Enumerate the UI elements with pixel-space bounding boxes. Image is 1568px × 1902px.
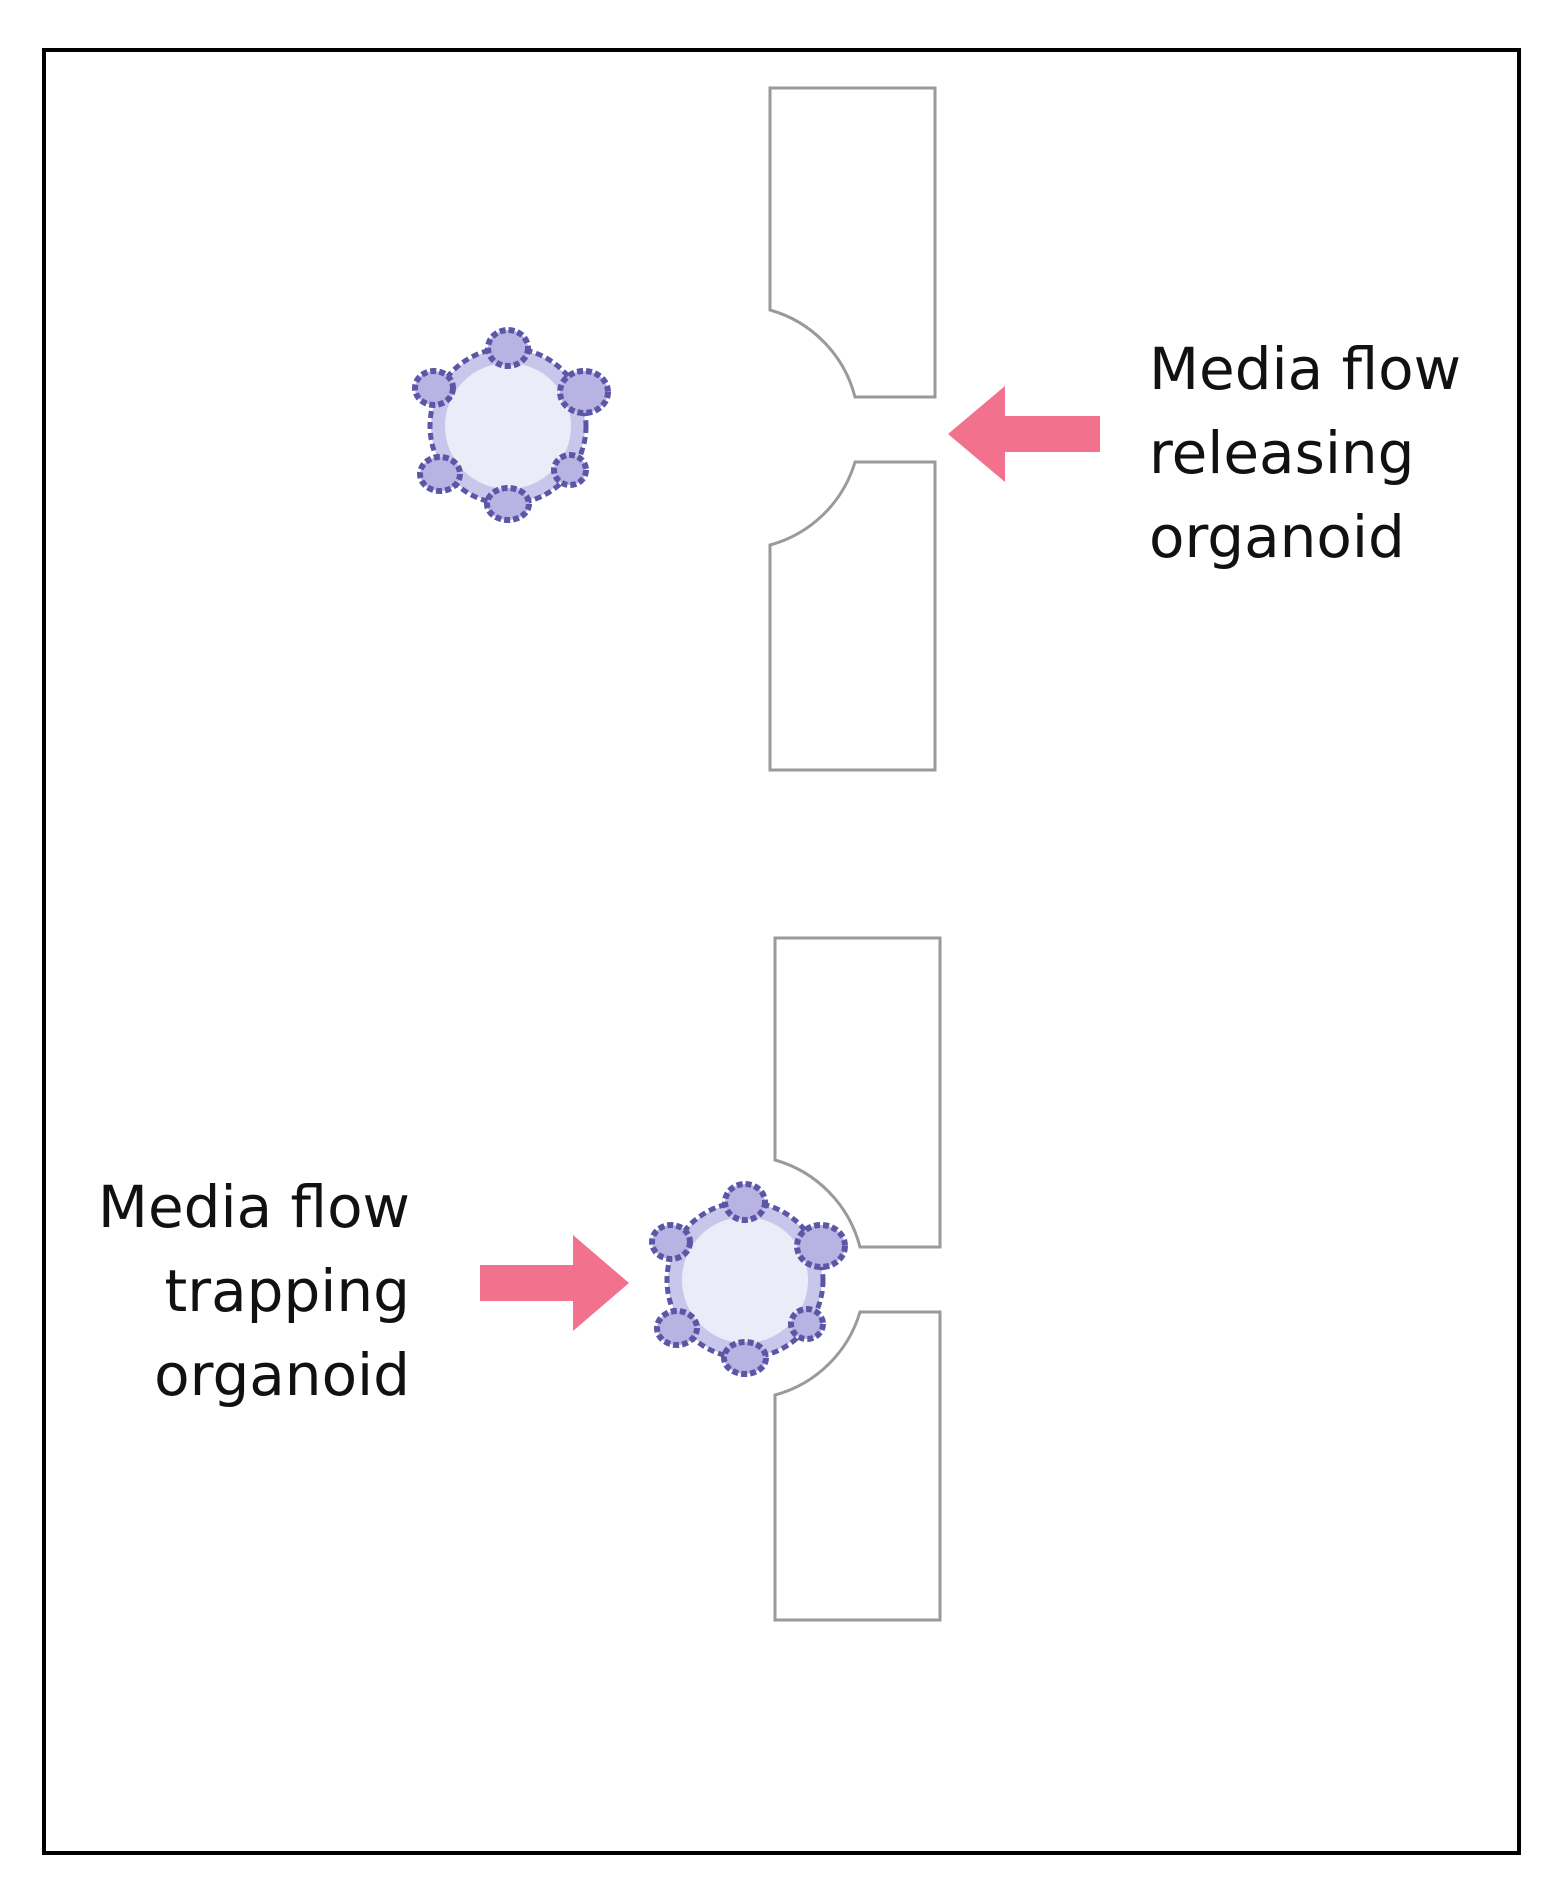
bottom-channel-lower-wall	[773, 1310, 942, 1622]
arrow-left-icon	[948, 386, 1100, 482]
label-line: organoid	[1149, 503, 1405, 571]
organoid-released	[415, 330, 608, 520]
label-line: releasing	[1149, 419, 1415, 487]
organoid-trapped	[652, 1184, 845, 1374]
bottom-channel-upper-wall	[773, 936, 942, 1249]
label-line: Media flow	[1149, 335, 1462, 403]
label-media-flow-releasing: Media flow releasing organoid	[1149, 327, 1461, 579]
top-trap-channel	[768, 86, 937, 772]
label-media-flow-trapping: Media flow trapping organoid	[98, 1165, 410, 1417]
label-line: trapping	[164, 1257, 410, 1325]
bottom-trap-channel	[773, 936, 942, 1622]
top-channel-lower-wall	[768, 460, 937, 772]
label-line: Media flow	[97, 1173, 410, 1241]
top-channel-upper-wall	[768, 86, 937, 399]
label-line: organoid	[154, 1341, 410, 1409]
arrow-right-icon	[480, 1235, 629, 1331]
